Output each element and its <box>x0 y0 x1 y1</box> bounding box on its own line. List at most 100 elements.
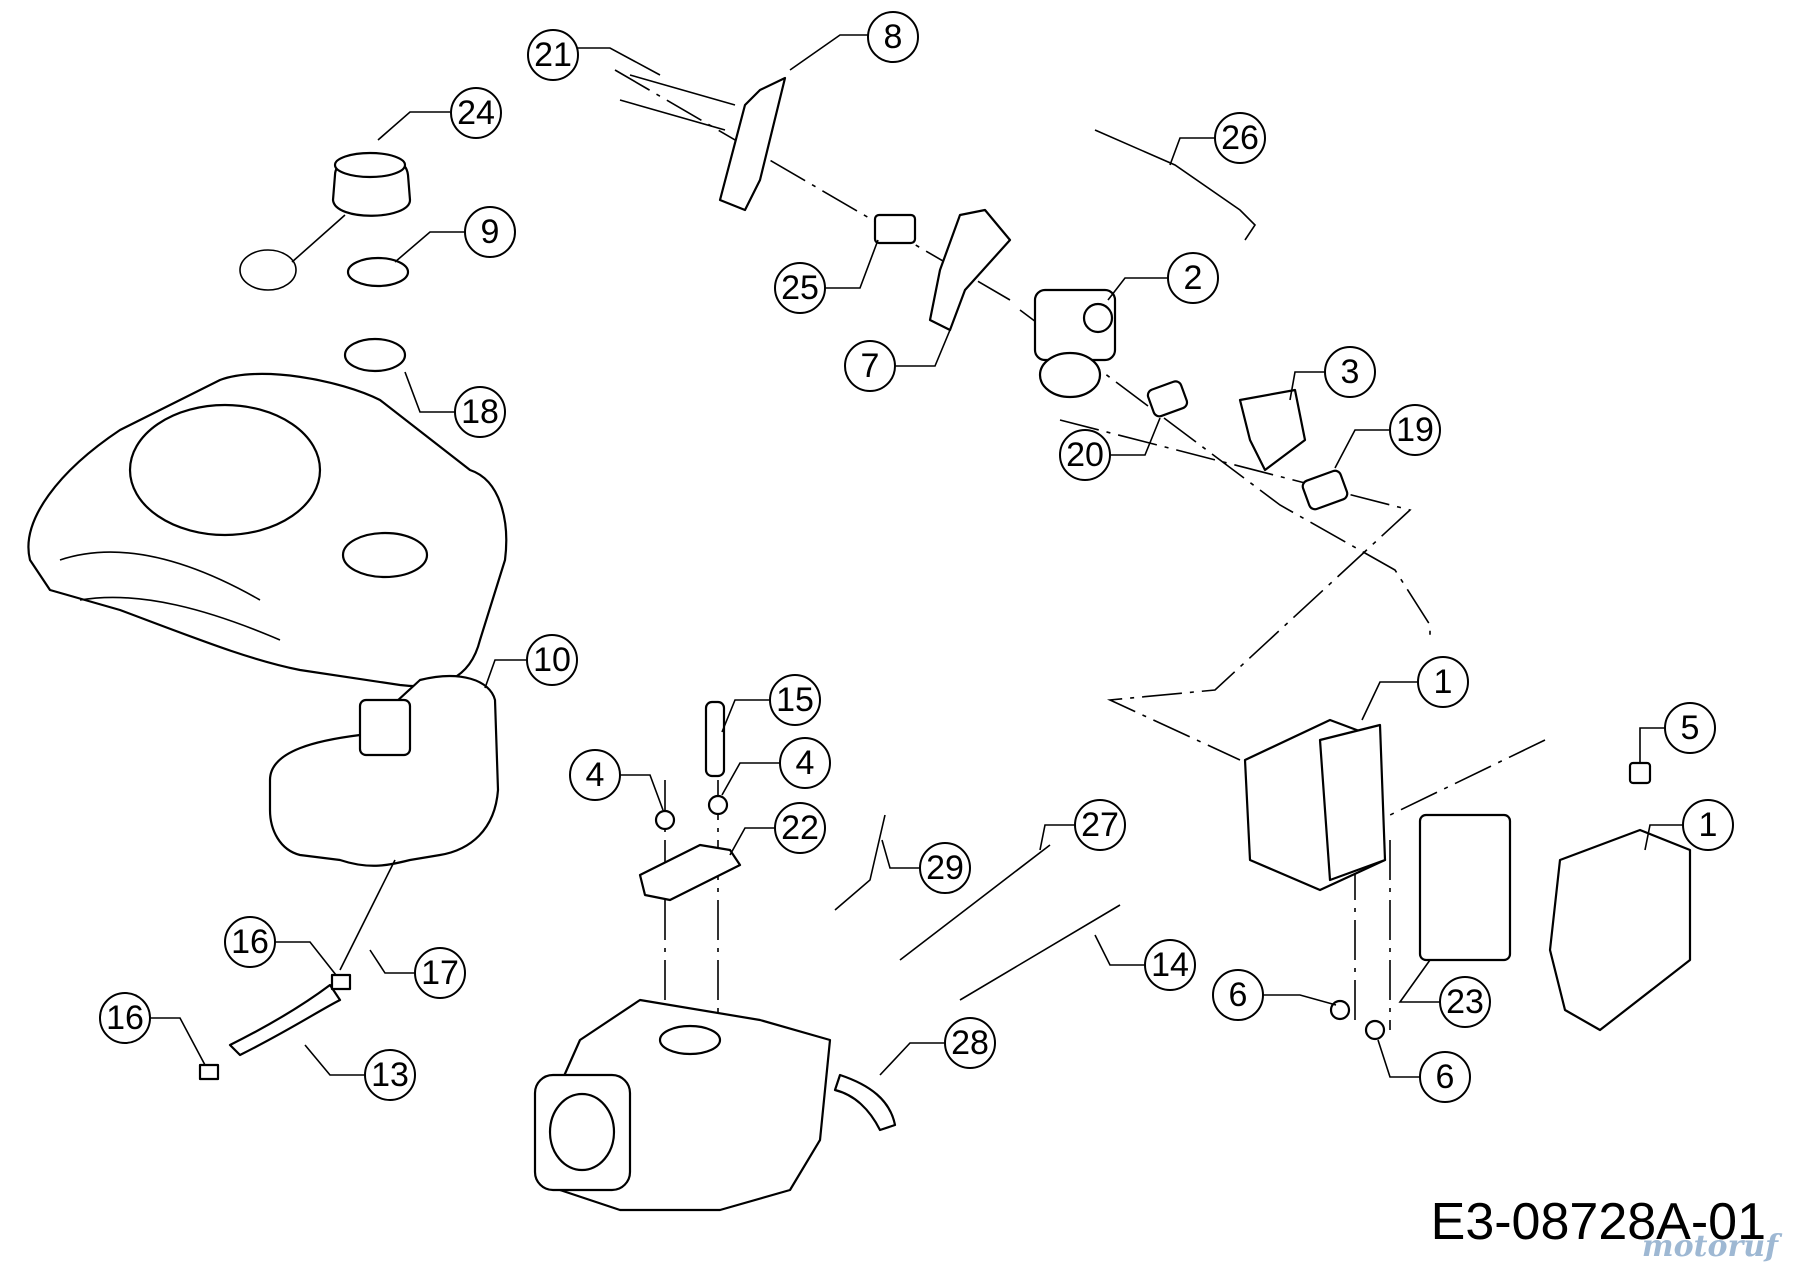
svg-text:25: 25 <box>781 269 819 307</box>
svg-text:26: 26 <box>1221 119 1259 157</box>
leader-line-16 <box>275 941 337 976</box>
svg-text:29: 29 <box>926 849 964 887</box>
diagram-reference-code: E3-08728A-01 <box>1430 1193 1766 1251</box>
callout: 22 <box>774 802 826 854</box>
callout: 26 <box>1214 112 1266 164</box>
nut <box>1364 1019 1386 1041</box>
bolt <box>654 809 676 831</box>
carburetor-gasket <box>1146 380 1189 418</box>
leader-line-3 <box>1289 371 1325 401</box>
assembly-line <box>1389 739 1546 816</box>
fuel-tank-seal <box>343 337 407 373</box>
leader-line-26 <box>1169 137 1215 166</box>
leader-line-5 <box>1639 727 1665 763</box>
leader-line-6 <box>1263 994 1337 1006</box>
leader-line-17 <box>369 949 415 974</box>
svg-text:6: 6 <box>1436 1058 1455 1096</box>
spring <box>704 700 726 778</box>
callout: 1 <box>1682 799 1734 851</box>
governor-spring <box>899 844 1051 961</box>
assembly-lines <box>614 69 1546 1040</box>
shroud-contour <box>59 551 281 641</box>
leader-lines <box>150 34 1683 1078</box>
callout: 1 <box>1417 656 1469 708</box>
leader-line-19 <box>1334 429 1390 469</box>
assembly-line <box>1019 309 1431 640</box>
svg-text:5: 5 <box>1681 709 1700 747</box>
callout: 7 <box>844 340 896 392</box>
svg-text:18: 18 <box>461 393 499 431</box>
svg-text:1: 1 <box>1434 663 1453 701</box>
leader-line-24 <box>377 111 450 141</box>
svg-text:28: 28 <box>951 1024 989 1062</box>
crankcase <box>533 998 832 1212</box>
svg-text:27: 27 <box>1081 806 1119 844</box>
assembly-line <box>1059 419 1412 761</box>
svg-text:1: 1 <box>1699 806 1718 844</box>
leader-line-20 <box>1110 417 1161 456</box>
svg-text:4: 4 <box>586 756 605 794</box>
leader-line-29 <box>881 839 920 869</box>
fuel-hose <box>228 983 342 1057</box>
callout: 4 <box>779 737 831 789</box>
fuel-strainer <box>346 256 410 288</box>
callout: 28 <box>944 1017 996 1069</box>
leader-line-1b <box>1644 824 1683 851</box>
air-filter-bracket <box>1238 388 1307 472</box>
air-filter-gasket <box>1301 469 1349 511</box>
svg-text:24: 24 <box>457 94 495 132</box>
svg-text:21: 21 <box>534 36 572 74</box>
fuel-cap-tether <box>291 214 346 263</box>
svg-text:13: 13 <box>371 1056 409 1094</box>
callout: 4 <box>569 749 621 801</box>
governor-link <box>834 814 886 911</box>
svg-text:4: 4 <box>796 744 815 782</box>
callout: 23 <box>1439 976 1491 1028</box>
leader-line-25 <box>825 239 879 289</box>
leader-line-27 <box>1039 824 1075 851</box>
svg-text:10: 10 <box>533 641 571 679</box>
callout: 24 <box>450 87 502 139</box>
callout: 9 <box>464 206 516 258</box>
svg-text:3: 3 <box>1341 353 1360 391</box>
callout: 15 <box>769 674 821 726</box>
callout: 27 <box>1074 799 1126 851</box>
shroud-fan-opening <box>128 403 322 537</box>
bolt <box>707 794 729 816</box>
svg-text:16: 16 <box>231 923 269 961</box>
leader-line-1 <box>1361 681 1418 721</box>
cylinder-bore <box>548 1092 616 1172</box>
svg-text:22: 22 <box>781 809 819 847</box>
svg-text:9: 9 <box>481 213 500 251</box>
svg-text:23: 23 <box>1446 983 1484 1021</box>
leader-line-2 <box>1107 277 1168 301</box>
hose-clamp <box>330 973 352 991</box>
callout: 5 <box>1664 702 1716 754</box>
leader-line-16b <box>150 1017 206 1066</box>
insulator-gasket <box>873 213 917 245</box>
callout: 16 <box>99 992 151 1044</box>
air-filter-cover <box>1548 828 1692 1032</box>
callout: 6 <box>1212 969 1264 1021</box>
heat-shield <box>718 76 787 212</box>
callout: 17 <box>414 947 466 999</box>
fuel-filter <box>339 859 396 971</box>
air-filter-base <box>1318 723 1387 882</box>
callout: 13 <box>364 1049 416 1101</box>
breather-hose <box>833 1073 897 1132</box>
crankcase-port <box>658 1024 722 1056</box>
watermark-logo: motoruf <box>1641 1229 1778 1264</box>
leader-line-8 <box>789 34 870 71</box>
svg-text:19: 19 <box>1396 411 1434 449</box>
fuel-tank-body <box>268 675 500 867</box>
svg-text:16: 16 <box>106 999 144 1037</box>
fuel-tank-neck <box>358 698 412 757</box>
callout: 16 <box>224 916 276 968</box>
air-filter-element <box>1418 813 1512 962</box>
leader-line-9 <box>394 231 465 263</box>
leader-line-18 <box>404 371 455 413</box>
svg-text:7: 7 <box>861 347 880 385</box>
svg-text:6: 6 <box>1229 976 1248 1014</box>
leader-line-10 <box>484 659 527 689</box>
svg-text:2: 2 <box>1184 259 1203 297</box>
